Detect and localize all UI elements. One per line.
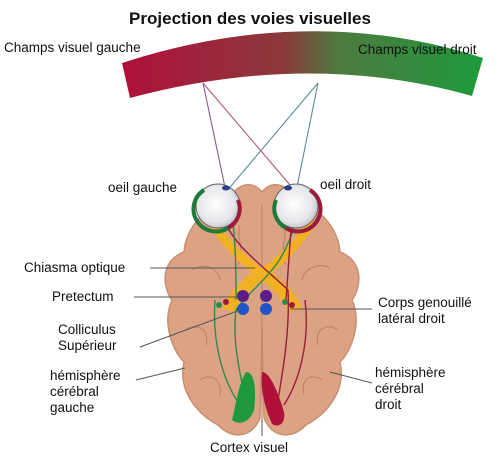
fibre-lines xyxy=(213,214,307,406)
right-colliculus xyxy=(260,303,272,315)
lgn-label: Corps genouillé latéral droit xyxy=(378,295,472,326)
left-visual-field-label: Champs visuel gauche xyxy=(4,40,141,55)
left-eye-label: oeil gauche xyxy=(108,180,178,195)
diagram-title: Projection des voies visuelles xyxy=(129,9,371,28)
left-visual-cortex xyxy=(232,372,256,423)
left-hemisphere-label: hémisphère cérébral gauche xyxy=(50,368,121,415)
left-colliculus xyxy=(237,303,249,315)
left-lgn-dot xyxy=(223,299,229,305)
left-pretectum xyxy=(237,290,249,302)
colliculus-label: Colliculus Supérieur xyxy=(58,322,117,353)
leader-lines xyxy=(134,267,373,436)
right-lgn xyxy=(289,302,295,308)
optic-pathway xyxy=(208,218,316,312)
right-visual-cortex xyxy=(261,372,285,426)
right-eye-label: oeil droit xyxy=(320,177,372,192)
pretectum-label: Pretectum xyxy=(52,289,114,304)
left-lgn xyxy=(216,302,222,308)
right-pretectum xyxy=(260,290,272,302)
visual-cortex-label: Cortex visuel xyxy=(210,440,289,455)
right-hemisphere-label: hémisphère cérébral droit xyxy=(375,365,446,412)
field-projection-lines xyxy=(202,82,319,193)
right-eye xyxy=(272,183,323,234)
visual-field-arc xyxy=(122,31,483,99)
chiasma-label: Chiasma optique xyxy=(24,260,126,275)
left-eye xyxy=(191,183,242,234)
right-visual-field-label: Champs visuel droit xyxy=(358,42,477,57)
right-lgn-dot xyxy=(282,299,288,305)
